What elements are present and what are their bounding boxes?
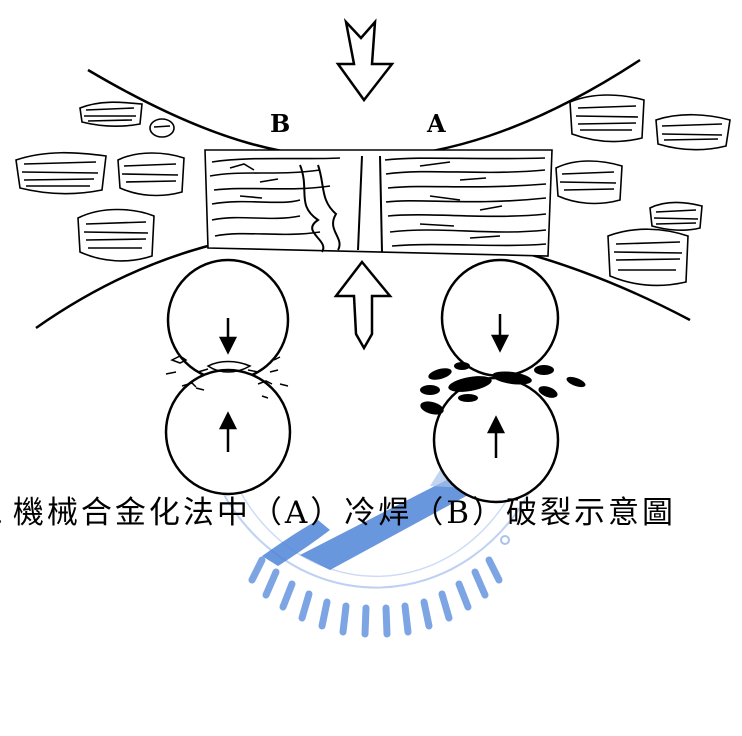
caption-text: 機械合金化法中（A）冷焊（B）破裂示意圖 <box>13 488 676 538</box>
upper-ball-surface <box>88 60 640 158</box>
powder-compact <box>205 150 552 256</box>
bottom-pressure-arrow-icon <box>336 262 390 348</box>
caption-prefix: . <box>0 488 7 538</box>
cold-weld-ball-pair <box>419 260 587 502</box>
label-a: A <box>426 109 446 138</box>
label-b: B <box>270 109 290 138</box>
top-pressure-arrow-icon <box>338 22 392 100</box>
fracture-ball-pair <box>166 260 290 494</box>
figure-caption: .機械合金化法中（A）冷焊（B）破裂示意圖 <box>0 488 742 538</box>
